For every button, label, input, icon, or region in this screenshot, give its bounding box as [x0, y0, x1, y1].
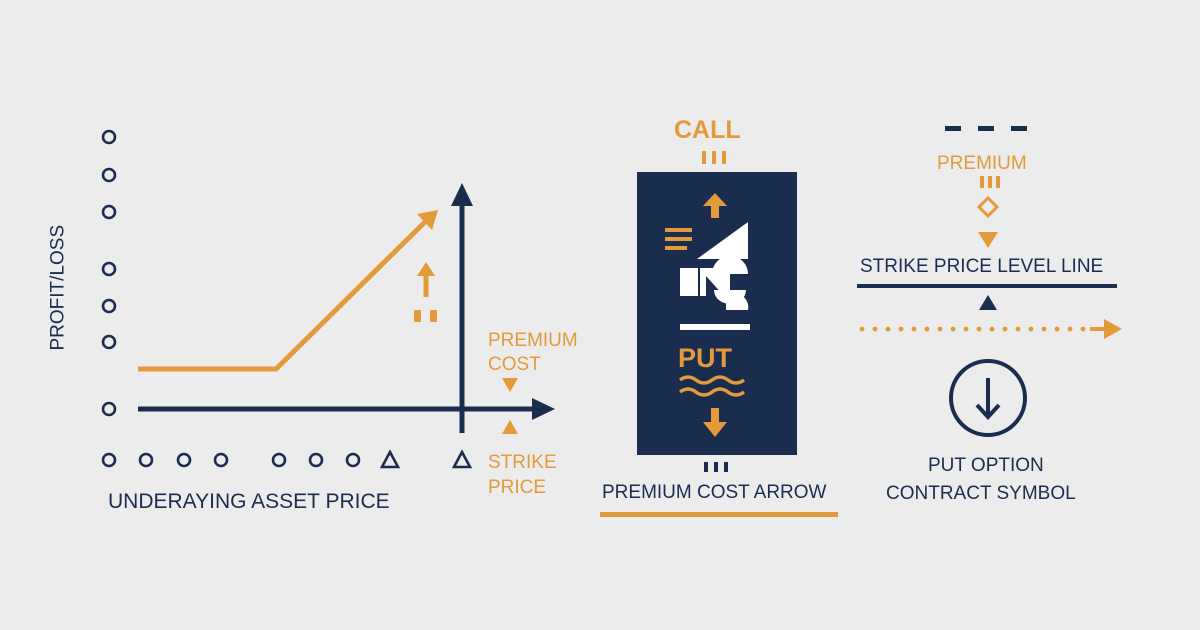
caption-underline: [600, 512, 838, 517]
put-down-arrow-icon: [703, 408, 727, 437]
premium-cost-triangle-down: [502, 378, 518, 392]
put-option-caption-line1: PUT OPTION: [928, 455, 1044, 476]
premium-marker-dash: [414, 310, 421, 322]
x-tick: [345, 452, 361, 468]
x-tick: [138, 452, 154, 468]
strike-price-label-line1: STRIKE: [488, 452, 557, 473]
y-tick: [101, 167, 117, 183]
premium-diamond-icon: [976, 195, 1000, 219]
x-tick: [101, 452, 117, 468]
call-tick-dashes: [702, 151, 726, 164]
x-tick-triangle: [451, 449, 473, 469]
y-tick: [101, 261, 117, 277]
strike-price-label-line2: PRICE: [488, 477, 547, 498]
x-tick: [176, 452, 192, 468]
x-axis-label: UNDERAYING ASSET PRICE: [108, 490, 390, 513]
payoff-line: [138, 220, 427, 372]
put-option-caption-line2: CONTRACT SYMBOL: [886, 483, 1076, 504]
premium-marker-dash: [430, 310, 437, 322]
premium-cost-triangle-up: [502, 420, 518, 434]
y-tick: [101, 298, 117, 314]
strike-up-triangle: [979, 295, 997, 310]
premium-cost-arrow-caption: PREMIUM COST ARROW: [602, 482, 827, 503]
premium-cost-label-line2: COST: [488, 354, 541, 375]
triangle-shape-icon: [697, 222, 748, 259]
down-arrow-circle-icon: [949, 359, 1027, 437]
x-axis-tick-marks: [101, 449, 473, 469]
x-tick-triangle: [379, 449, 401, 469]
payoff-line-arrowhead: [417, 210, 438, 230]
legend-premium-label: PREMIUM: [937, 153, 1027, 174]
premium-tick-dashes: [980, 176, 1000, 188]
premium-cost-label-line1: PREMIUM: [488, 330, 578, 351]
strike-price-level-line: [857, 284, 1117, 288]
strike-price-level-line-label: STRIKE PRICE LEVEL LINE: [860, 256, 1104, 277]
put-wave-line: [678, 375, 746, 385]
dotted-arrow-line: [859, 319, 1122, 339]
x-tick: [271, 452, 287, 468]
x-axis-arrowhead: [532, 398, 555, 420]
y-tick: [101, 204, 117, 220]
panel-bottom-dashes: [704, 462, 728, 472]
premium-down-triangle: [978, 232, 998, 248]
y-axis-tick-marks: [101, 129, 117, 417]
menu-lines-icon: [665, 228, 692, 250]
put-wave-line: [678, 387, 746, 397]
strike-vertical-arrowhead: [451, 183, 473, 206]
y-tick: [101, 129, 117, 145]
call-up-arrow-icon: [703, 193, 727, 218]
x-tick: [308, 452, 324, 468]
call-label: CALL: [674, 116, 741, 144]
abstract-shapes-icon: [680, 256, 750, 330]
option-card: [637, 172, 797, 455]
y-tick: [101, 334, 117, 350]
x-tick: [213, 452, 229, 468]
put-label: PUT: [678, 343, 732, 373]
top-dash-line: [945, 126, 1027, 131]
premium-up-arrow-head: [417, 262, 435, 276]
y-tick: [101, 401, 117, 417]
